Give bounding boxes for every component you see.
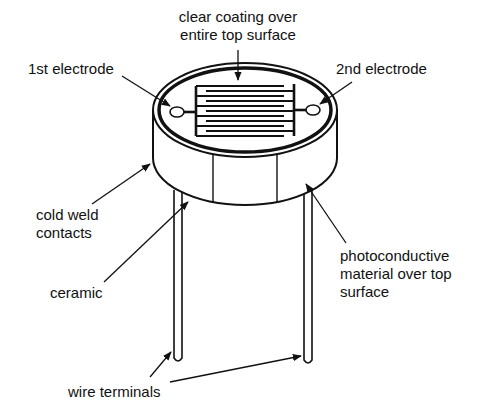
- photoconductor-label: photoconductive material over top surfac…: [340, 247, 458, 301]
- electrode-contact: [170, 105, 320, 117]
- electrode-label: 1st electrode: [28, 60, 138, 78]
- leader-line: [92, 50, 352, 382]
- flat-face-line: [213, 154, 277, 203]
- electrode-comb: [184, 84, 306, 136]
- rim-inner: [159, 68, 331, 152]
- electrode-label: 2nd electrode: [336, 60, 456, 78]
- wire-terminal: [174, 190, 312, 363]
- contacts-label: cold weld contacts: [36, 206, 116, 242]
- rim: [153, 63, 337, 157]
- terminals-label: wire terminals: [68, 383, 198, 401]
- coating-label: clear coating over entire top surface: [168, 8, 308, 44]
- ceramic-label: ceramic: [50, 284, 130, 302]
